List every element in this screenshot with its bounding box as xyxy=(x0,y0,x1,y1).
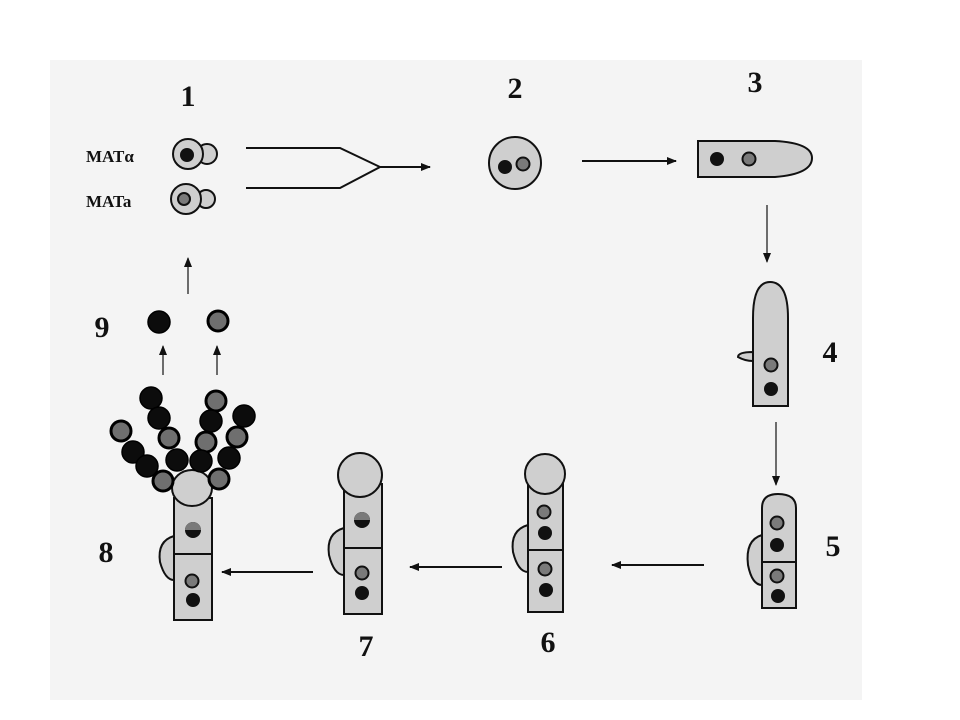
spore-chains xyxy=(109,386,256,493)
step-label-3: 3 xyxy=(748,66,763,99)
released-spore-grey xyxy=(206,309,230,333)
step-label-1: 1 xyxy=(181,80,196,113)
hyphal-cell-with-clamp xyxy=(736,280,789,407)
step-label-9: 9 xyxy=(95,311,110,344)
mating-merge-lines xyxy=(246,147,383,189)
step-label-4: 4 xyxy=(823,336,838,369)
mat-alpha-label: MATα xyxy=(86,147,134,166)
hypha-with-vesicle-step7 xyxy=(327,452,383,615)
two-cell-hypha-step5 xyxy=(746,492,797,609)
step-label-5: 5 xyxy=(826,530,841,563)
released-spore-dark xyxy=(147,310,171,334)
basidium-step8 xyxy=(158,469,213,621)
step-label-2: 2 xyxy=(508,72,523,105)
mat-a-label: MATa xyxy=(86,192,132,211)
dikaryon-cell xyxy=(697,140,814,178)
step-label-8: 8 xyxy=(99,536,114,569)
step-label-7: 7 xyxy=(359,630,374,663)
hypha-with-vesicle-step6 xyxy=(511,453,566,613)
step-label-6: 6 xyxy=(541,626,556,659)
mat-a-cell xyxy=(170,183,216,215)
zygote-cell xyxy=(488,136,542,190)
mat-alpha-cell xyxy=(172,138,218,170)
